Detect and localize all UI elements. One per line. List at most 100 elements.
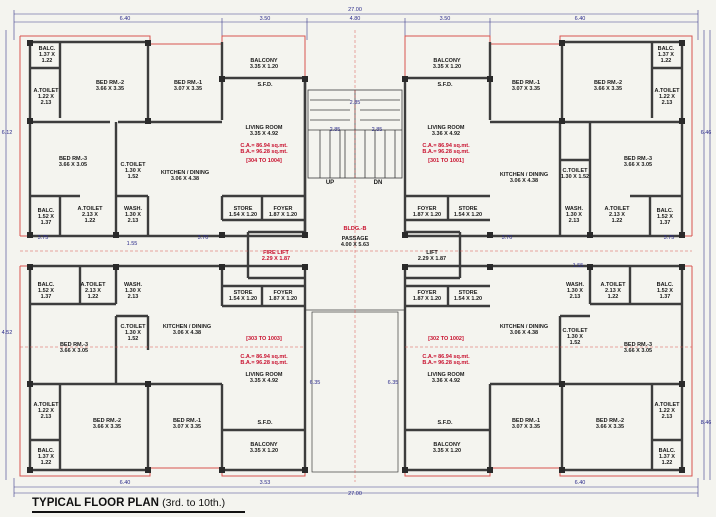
room-living-tr: LIVING ROOM 3.36 X 4.92 xyxy=(427,125,465,138)
dim-overall-bottom: 27.00 xyxy=(348,491,362,497)
room-bed2-bl: BED RM.-2 3.66 X 3.35 xyxy=(92,418,122,431)
room-balcony-bl: BALCONY 3.35 X 1.20 xyxy=(249,442,279,455)
dim-stair-h2: 2.85 xyxy=(371,127,383,133)
room-kitchen-tl: KITCHEN / DINING 3.06 X 4.38 xyxy=(160,170,210,183)
room-kitchen-bl: KITCHEN / DINING 3.06 X 4.38 xyxy=(162,324,212,337)
dim-row-r-2: 3.75 xyxy=(663,235,675,241)
room-balcony-br: BALCONY 3.35 X 1.20 xyxy=(432,442,462,455)
room-foyer-br: FOYER 1.87 X 1.20 xyxy=(412,290,442,303)
room-living-tl: LIVING ROOM 3.35 X 4.92 xyxy=(245,125,283,138)
dim-lobby-v2: 6.35 xyxy=(387,380,399,386)
columns xyxy=(27,40,685,473)
stair-dn: DN xyxy=(373,180,383,186)
room-fire-lift: FIRE LIFT 2.29 X 1.87 xyxy=(261,250,291,263)
room-balc-tl: BALC. 1.37 X 1.22 xyxy=(38,46,56,65)
plan-title: TYPICAL FLOOR PLAN (3rd. to 10th.) xyxy=(32,497,225,509)
dim-row-l-1: 3.75 xyxy=(37,235,49,241)
room-foyer-bl: FOYER 1.87 X 1.20 xyxy=(268,290,298,303)
flats-bl: [303 TO 1003] xyxy=(246,336,282,342)
room-store-tr: STORE 1.54 X 1.20 xyxy=(453,206,483,219)
room-ctoilet-tl: C.TOILET 1.30 X 1.52 xyxy=(120,162,146,181)
room-bed2-tr: BED RM.-2 3.66 X 3.35 xyxy=(593,80,623,93)
dim-row-l-2: 3.70 xyxy=(197,235,209,241)
side-dimension-lines xyxy=(5,30,711,480)
flats-tl: [304 TO 1004] xyxy=(246,158,282,164)
room-foyer-tl: FOYER 1.87 X 1.20 xyxy=(268,206,298,219)
stair-up: UP xyxy=(325,180,335,186)
dim-left-outer-1: 6.12 xyxy=(1,130,13,136)
room-ctoilet-bl: C.TOILET 1.30 X 1.52 xyxy=(120,324,146,343)
room-wash-tr: WASH. 1.30 X 2.13 xyxy=(564,206,584,225)
area-bl: C.A.= 86.94 sq.mt. B.A.= 96.28 sq.mt. xyxy=(240,354,288,367)
room-ctoilet-tr: C.TOILET 1.30 X 1.52 xyxy=(560,168,590,181)
flats-tr: [301 TO 1001] xyxy=(428,158,464,164)
room-atoilet3-bl: A.TOILET 1.22 X 2.13 xyxy=(33,402,59,421)
room-atoilet-tl: A.TOILET 1.22 X 2.13 xyxy=(33,88,59,107)
room-living-bl: LIVING ROOM 3.35 X 4.92 xyxy=(245,372,283,385)
room-bed3-bl: BED RM.-3 3.66 X 3.05 xyxy=(59,342,89,355)
room-wash-bl: WASH. 1.30 X 2.13 xyxy=(123,282,143,301)
room-atoilet-bl: A.TOILET 2.13 X 1.22 xyxy=(80,282,106,301)
dim-small-b: 1.55 xyxy=(572,263,584,269)
room-bed3-tl: BED RM.-3 3.66 X 3.05 xyxy=(58,156,88,169)
room-balc3-bl: BALC. 1.37 X 1.22 xyxy=(37,448,55,467)
room-wash-br: WASH. 1.30 X 2.13 xyxy=(565,282,585,301)
sfd-tl: S.F.D. xyxy=(257,82,273,88)
dim-top-mid-left: 3.50 xyxy=(259,16,271,22)
room-balc-br: BALC. 1.52 X 1.37 xyxy=(656,282,674,301)
dim-row-r-1: 3.70 xyxy=(501,235,513,241)
room-bed1-tr: BED RM.-1 3.07 X 3.35 xyxy=(511,80,541,93)
room-atoilet2-tl: A.TOILET 2.13 X 1.22 xyxy=(77,206,103,225)
dim-bot-mid: 3.53 xyxy=(259,480,271,486)
room-passage: PASSAGE 4.00 X 5.63 xyxy=(340,236,370,249)
dim-top-right: 6.40 xyxy=(574,16,586,22)
dim-right-outer-1: 6.46 xyxy=(700,130,712,136)
title-underline xyxy=(32,511,245,513)
dim-bot-left: 6.40 xyxy=(119,480,131,486)
room-balc3-br: BALC. 1.37 X 1.22 xyxy=(658,448,676,467)
bottom-dimension-lines xyxy=(13,478,699,497)
room-bed3-tr: BED RM.-3 3.66 X 3.05 xyxy=(623,156,653,169)
room-atoilet3-br: A.TOILET 1.22 X 2.13 xyxy=(654,402,680,421)
dim-top-mid-right: 3.50 xyxy=(439,16,451,22)
flats-br: [302 TO 1002] xyxy=(428,336,464,342)
plan-title-main: TYPICAL FLOOR PLAN xyxy=(32,497,159,509)
room-balc-bl: BALC. 1.52 X 1.37 xyxy=(37,282,55,301)
room-balcony-tr: BALCONY 3.35 X 1.20 xyxy=(432,58,462,71)
room-kitchen-tr: KITCHEN / DINING 3.06 X 4.38 xyxy=(499,172,549,185)
room-atoilet-tr: A.TOILET 1.22 X 2.13 xyxy=(654,88,680,107)
dim-stair-h1: 2.85 xyxy=(329,127,341,133)
room-balc-tr: BALC. 1.37 X 1.22 xyxy=(657,46,675,65)
top-dimension-lines xyxy=(13,10,699,40)
room-kitchen-br: KITCHEN / DINING 3.06 X 4.38 xyxy=(499,324,549,337)
room-wash-tl: WASH. 1.30 X 2.13 xyxy=(123,206,143,225)
room-bed3-br: BED RM.-3 3.66 X 3.05 xyxy=(623,342,653,355)
room-balc2-tl: BALC. 1.52 X 1.37 xyxy=(37,208,55,227)
area-tl: C.A.= 86.94 sq.mt. B.A.= 96.28 sq.mt. xyxy=(240,143,288,156)
room-living-br: LIVING ROOM 3.36 X 4.92 xyxy=(427,372,465,385)
room-lift: LIFT 2.29 X 1.87 xyxy=(417,250,447,263)
dim-bot-right: 6.40 xyxy=(574,480,586,486)
dim-stair-v: 2.85 xyxy=(349,100,361,106)
room-balc2-tr: BALC. 1.52 X 1.37 xyxy=(656,208,674,227)
room-bed1-br: BED RM.-1 3.07 X 3.35 xyxy=(511,418,541,431)
sfd-br: S.F.D. xyxy=(437,420,453,426)
room-store-tl: STORE 1.54 X 1.20 xyxy=(228,206,258,219)
plan-title-sub: (3rd. to 10th.) xyxy=(162,497,226,509)
dim-small-a: 1.55 xyxy=(126,241,138,247)
sfd-tr: S.F.D. xyxy=(437,82,453,88)
bldg-name: BLDG.-B xyxy=(343,226,367,232)
room-atoilet-br: A.TOILET 2.13 X 1.22 xyxy=(600,282,626,301)
area-tr: C.A.= 86.94 sq.mt. B.A.= 96.28 sq.mt. xyxy=(422,143,470,156)
room-bed2-tl: BED RM.-2 3.66 X 3.35 xyxy=(95,80,125,93)
room-bed2-br: BED RM.-2 3.66 X 3.35 xyxy=(595,418,625,431)
room-store-bl: STORE 1.54 X 1.20 xyxy=(228,290,258,303)
dim-left-outer-2: 4.52 xyxy=(1,330,13,336)
dim-lobby-v1: 6.35 xyxy=(309,380,321,386)
area-br: C.A.= 86.94 sq.mt. B.A.= 96.28 sq.mt. xyxy=(422,354,470,367)
room-ctoilet-br: C.TOILET 1.30 X 1.52 xyxy=(562,328,588,347)
sfd-bl: S.F.D. xyxy=(257,420,273,426)
dim-overall-top: 27.00 xyxy=(348,7,362,13)
room-balcony-tl: BALCONY 3.35 X 1.20 xyxy=(249,58,279,71)
